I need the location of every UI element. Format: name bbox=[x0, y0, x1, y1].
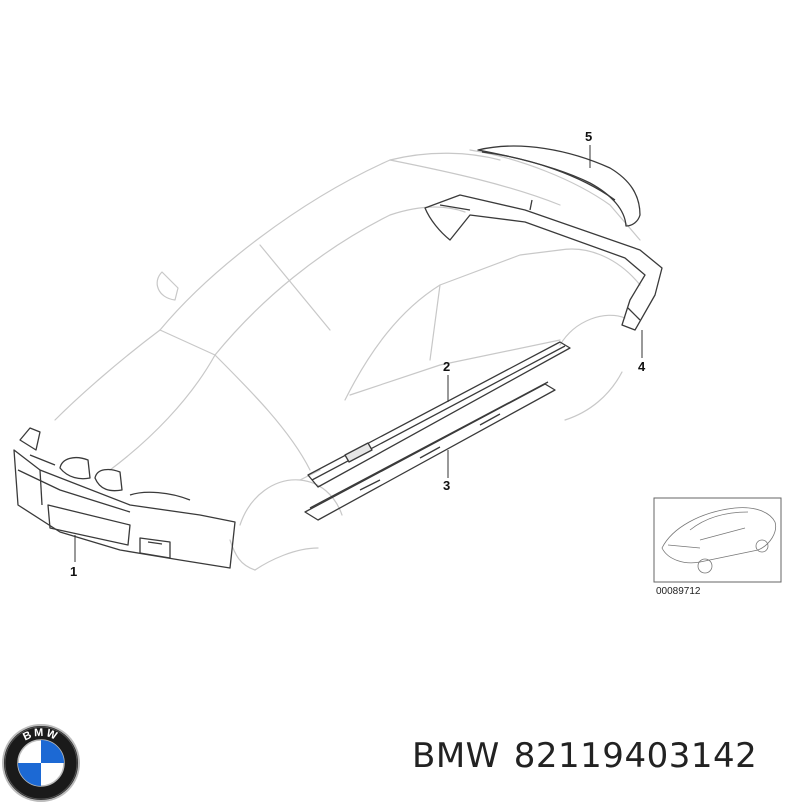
side-skirt-part bbox=[304, 381, 556, 521]
leader-lines bbox=[74, 145, 643, 562]
brand-name: BMW bbox=[412, 736, 500, 776]
side-moulding-part bbox=[307, 341, 571, 488]
thumbnail-box: 00089712 bbox=[653, 497, 782, 597]
callout-3: 3 bbox=[443, 478, 450, 493]
rear-spoiler-part bbox=[477, 145, 641, 227]
bmw-logo: BMW bbox=[2, 724, 80, 802]
rear-bumper-part bbox=[424, 194, 663, 331]
part-number: 82119403142 bbox=[513, 736, 758, 776]
thumbnail-car-icon bbox=[661, 507, 777, 574]
callout-1: 1 bbox=[70, 564, 77, 579]
car-body-outline bbox=[54, 149, 641, 571]
callout-2: 2 bbox=[443, 359, 450, 374]
front-bumper-part bbox=[13, 427, 236, 569]
part-caption: BMW 82119403142 bbox=[412, 736, 771, 776]
svg-text:BMW: BMW bbox=[21, 727, 60, 744]
callout-5: 5 bbox=[585, 129, 592, 144]
thumbnail-reference-label: 00089712 bbox=[656, 586, 701, 597]
callout-4: 4 bbox=[638, 359, 646, 374]
